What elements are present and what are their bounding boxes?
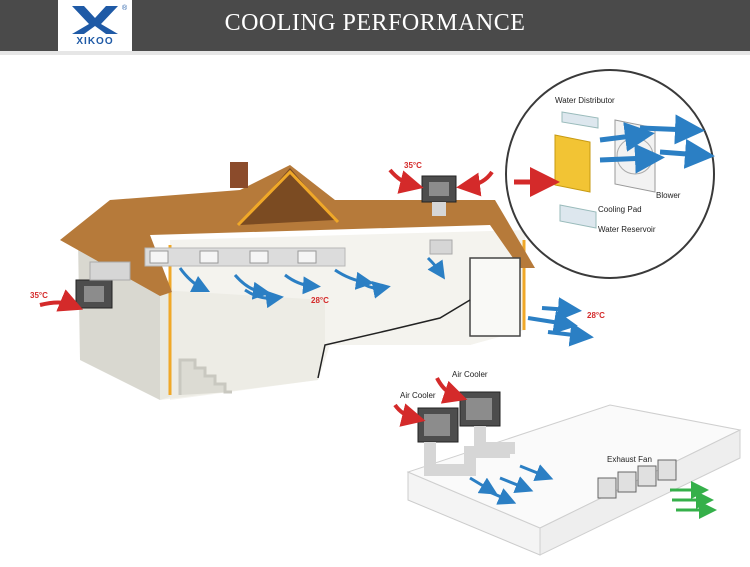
water-distributor-icon <box>561 111 599 129</box>
room-outline <box>317 299 471 379</box>
inside-temp: 28°C <box>311 296 329 305</box>
cool-air-arrow <box>178 267 211 293</box>
outside-temp-left: 35°C <box>30 291 48 300</box>
label-air-cooler-1: Air Cooler <box>400 391 436 400</box>
cool-air-arrow <box>244 288 284 309</box>
roof-trim <box>236 169 340 227</box>
outlet-air-arrow <box>527 310 578 334</box>
cool-air-arrow <box>659 138 715 169</box>
cool-air-arrow <box>484 488 517 505</box>
cool-air-arrow <box>233 274 271 300</box>
roof-gable <box>240 168 335 225</box>
hot-air-arrow <box>39 289 84 312</box>
cooling-pad-icon <box>554 134 591 193</box>
water-reservoir-icon <box>559 204 597 229</box>
label-blower: Blower <box>656 191 681 200</box>
duct-vent-4 <box>297 250 317 264</box>
cool-air-arrow <box>359 280 391 299</box>
hot-air-arrow <box>393 403 426 427</box>
chimney <box>230 162 248 188</box>
label-water-reservoir: Water Reservoir <box>598 225 656 234</box>
page-title: COOLING PERFORMANCE <box>224 10 526 36</box>
cooler-duct <box>474 426 515 454</box>
cool-air-arrow <box>426 256 445 280</box>
label-exhaust-fan: Exhaust Fan <box>607 455 652 464</box>
roof-main <box>60 165 535 296</box>
outside-temp-top: 35°C <box>404 161 422 170</box>
header-divider <box>0 51 750 55</box>
logo-wordmark: XIKOO <box>76 36 114 47</box>
hot-air-arrow <box>456 170 494 197</box>
roof-cooler-outlet <box>429 239 453 255</box>
warehouse-illustration: Exhaust Fan Air Cooler Air Cooler <box>393 370 742 556</box>
exhaust-fan-icon <box>617 471 637 493</box>
roof-cooler-stand <box>432 202 446 216</box>
cool-air-arrow <box>469 476 498 495</box>
cool-air-arrow <box>599 121 655 152</box>
outlet-air-arrow <box>541 297 582 322</box>
brand-logo: ® XIKOO <box>58 0 132 51</box>
house-illustration: 35°C 35°C 28°C 28°C <box>30 161 605 400</box>
house-stairs <box>178 358 232 395</box>
outlet-air-arrow <box>547 322 594 347</box>
exhaust-fan-icon <box>597 477 617 499</box>
detail-circle <box>505 69 715 279</box>
air-cooler-grille <box>466 398 492 420</box>
duct-vent-3 <box>249 250 269 264</box>
side-cooler-duct <box>89 261 131 281</box>
duct-vent-1 <box>149 250 169 264</box>
hot-air-arrow <box>388 168 424 194</box>
cool-air-arrow <box>284 273 321 295</box>
cooling-unit-detail: Water Distributor Blower Cooling Pad Wat… <box>505 69 715 279</box>
exhaust-fan-icon <box>637 465 657 487</box>
cool-air-arrow <box>599 143 665 174</box>
duct-vent-2 <box>199 250 219 264</box>
exhaust-fan-icon <box>657 459 677 481</box>
roof-cooler-grille <box>429 182 449 196</box>
label-cooling-pad: Cooling Pad <box>598 205 642 214</box>
ceiling-duct <box>144 247 346 267</box>
label-air-cooler-2: Air Cooler <box>452 370 488 379</box>
house-doorway <box>469 257 521 337</box>
air-cooler-grille <box>424 414 450 436</box>
logo-registered-mark: ® <box>122 4 128 12</box>
cool-air-arrow <box>334 268 374 290</box>
hot-air-arrow <box>435 377 468 404</box>
xikoo-logo-icon: ® <box>72 4 128 34</box>
cool-air-arrow <box>639 114 705 145</box>
cool-air-arrow <box>499 476 534 494</box>
label-water-distributor: Water Distributor <box>555 96 615 105</box>
outlet-temp-right: 28°C <box>587 311 605 320</box>
side-cooler-grille <box>84 286 104 302</box>
cool-air-arrow <box>519 464 554 482</box>
